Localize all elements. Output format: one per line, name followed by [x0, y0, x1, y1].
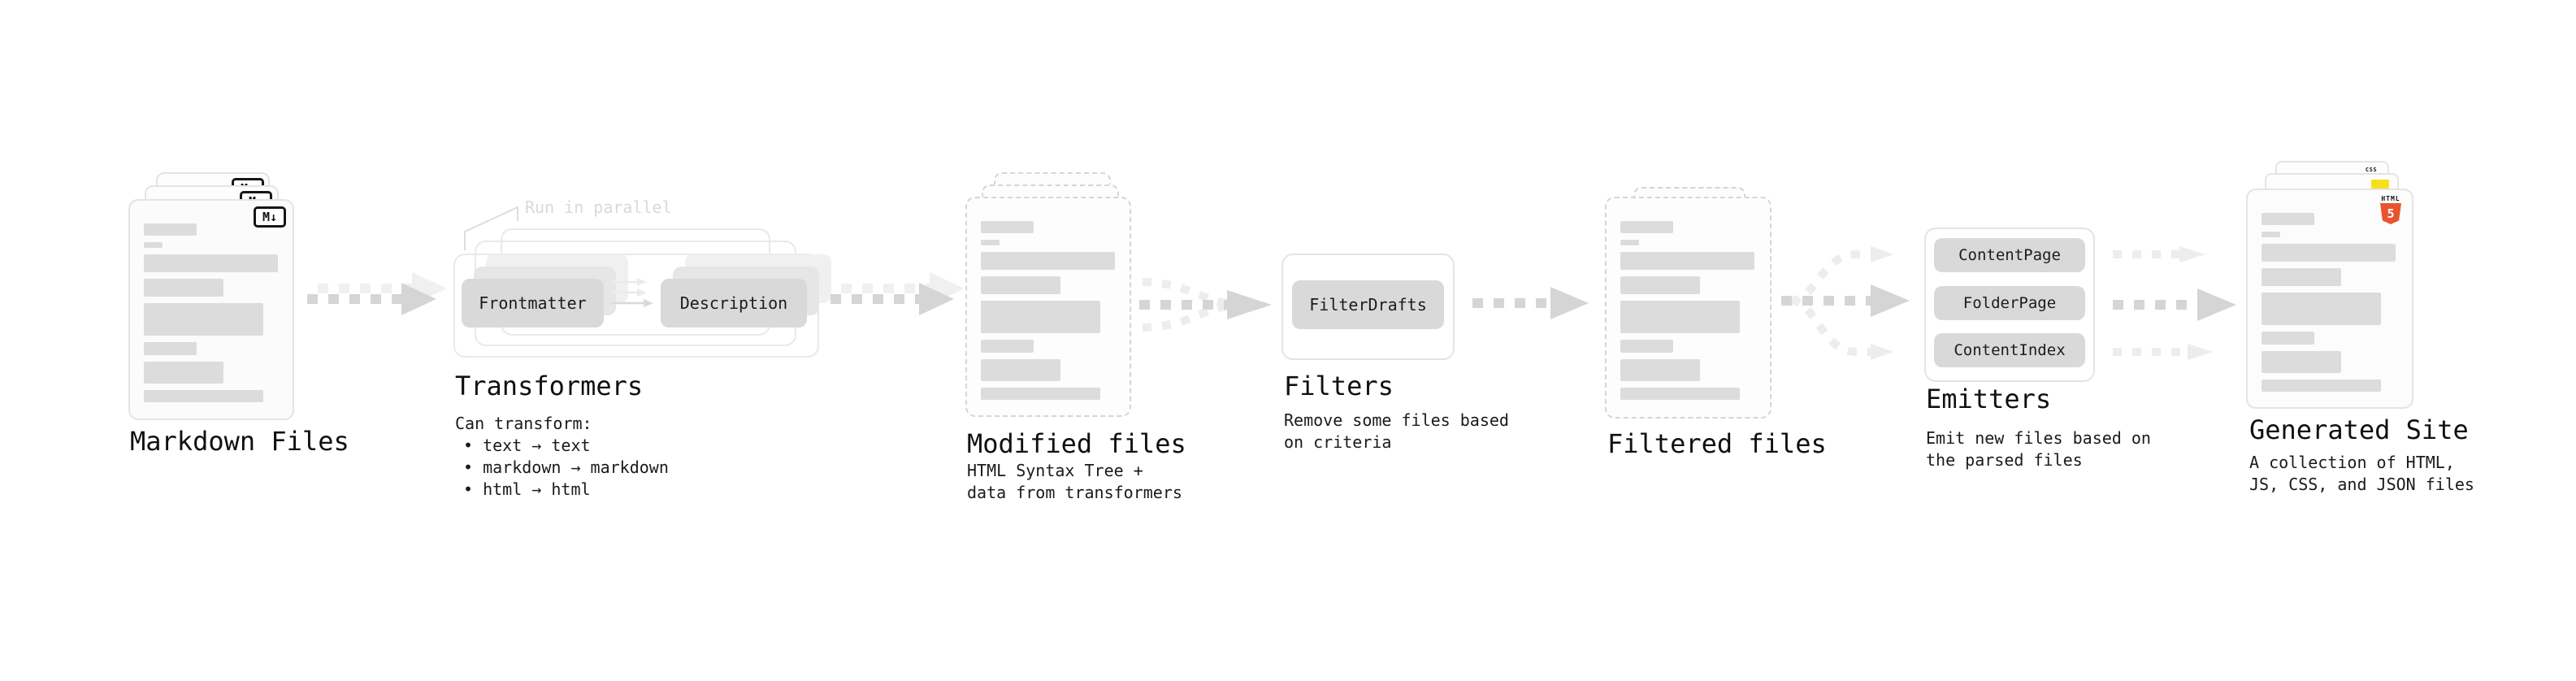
modified-files-title: Modified files — [967, 428, 1186, 459]
skeleton-line — [144, 242, 163, 248]
skeleton-line — [981, 388, 1100, 400]
html5-icon-label: HTML — [2381, 195, 2400, 202]
generated-site-description: A collection of HTML, JS, CSS, and JSON … — [2249, 452, 2474, 496]
skeleton-line — [981, 301, 1100, 333]
document-skeleton-lines — [144, 223, 278, 402]
skeleton-line — [2262, 244, 2396, 262]
emitters-title: Emitters — [1926, 384, 2052, 414]
arrow-markdown-to-transformers — [307, 272, 447, 315]
contentpage-emitter-button: ContentPage — [1934, 238, 2085, 272]
filters-title: Filters — [1284, 371, 1394, 401]
transformers-bullet: • text → text — [463, 436, 591, 455]
skeleton-line — [144, 223, 197, 236]
filters-desc-line: on criteria — [1284, 432, 1392, 452]
skeleton-line — [981, 340, 1034, 353]
modified-desc-line: HTML Syntax Tree + — [967, 461, 1143, 480]
skeleton-line — [981, 240, 1000, 245]
skeleton-line — [144, 390, 263, 402]
transformers-desc-heading: Can transform: — [455, 414, 592, 433]
skeleton-line — [2262, 332, 2314, 345]
skeleton-line — [981, 252, 1115, 270]
css-icon-label: CSS — [2365, 167, 2378, 173]
filtered-file-card — [1605, 197, 1772, 419]
skeleton-line — [1620, 221, 1673, 233]
emitters-description: Emit new files based on the parsed files — [1926, 427, 2151, 471]
skeleton-line — [1620, 252, 1754, 270]
skeleton-line — [2262, 380, 2381, 392]
skeleton-line — [2262, 213, 2314, 225]
folderpage-emitter-button: FolderPage — [1934, 286, 2085, 320]
generated-file-card: HTML 5 — [2246, 189, 2413, 409]
skeleton-line — [2262, 293, 2381, 325]
skeleton-line — [981, 359, 1060, 381]
generated-desc-line: A collection of HTML, — [2249, 453, 2455, 472]
filterdrafts-button: FilterDrafts — [1292, 280, 1444, 329]
html5-icon: HTML 5 — [2379, 195, 2402, 224]
skeleton-line — [144, 362, 223, 384]
skeleton-line — [144, 303, 263, 336]
skeleton-line — [1620, 359, 1700, 381]
transformers-title: Transformers — [455, 371, 644, 401]
parallel-arrows-icon — [611, 278, 653, 307]
modified-files-description: HTML Syntax Tree + data from transformer… — [967, 460, 1182, 504]
filtered-files-title: Filtered files — [1607, 428, 1827, 459]
document-skeleton-lines — [981, 221, 1115, 400]
document-skeleton-lines — [2262, 213, 2396, 392]
skeleton-line — [144, 254, 278, 272]
document-skeleton-lines — [1620, 221, 1754, 400]
markdown-icon: M↓ — [254, 206, 286, 228]
arrow-modified-to-filters — [1139, 278, 1272, 332]
skeleton-line — [981, 276, 1060, 294]
skeleton-line — [1620, 240, 1639, 245]
skeleton-line — [144, 279, 223, 297]
skeleton-line — [981, 221, 1034, 233]
transformers-description: Can transform: • text → text • markdown … — [455, 413, 669, 501]
skeleton-line — [1620, 340, 1673, 353]
skeleton-line — [2262, 268, 2341, 286]
skeleton-line — [1620, 301, 1740, 333]
generated-desc-line: JS, CSS, and JSON files — [2249, 475, 2474, 494]
markdown-files-title: Markdown Files — [130, 426, 349, 457]
arrow-emitters-to-generated — [2113, 246, 2236, 360]
skeleton-line — [144, 342, 197, 355]
skeleton-line — [1620, 276, 1700, 294]
transformers-bullet: • markdown → markdown — [463, 458, 669, 477]
frontmatter-transformer-button: Frontmatter — [462, 279, 604, 327]
emitters-desc-line: Emit new files based on — [1926, 428, 2151, 448]
filters-desc-line: Remove some files based — [1284, 410, 1509, 430]
run-in-parallel-annotation: Run in parallel — [525, 197, 672, 217]
filters-description: Remove some files based on criteria — [1284, 410, 1509, 453]
modified-file-card — [965, 197, 1131, 417]
description-transformer-button: Description — [661, 279, 807, 327]
emitters-desc-line: the parsed files — [1926, 450, 2083, 470]
arrow-filtered-to-emitters — [1781, 246, 1910, 360]
contentindex-emitter-button: ContentIndex — [1934, 333, 2085, 367]
skeleton-line — [1620, 388, 1740, 400]
html5-icon-shield: 5 — [2380, 203, 2401, 224]
generated-site-title: Generated Site — [2249, 414, 2469, 445]
markdown-file-card: M↓ — [128, 199, 294, 420]
js-icon — [2371, 180, 2389, 189]
skeleton-line — [2262, 351, 2341, 373]
arrow-transformers-to-modified — [830, 272, 965, 315]
transformers-bullet: • html → html — [463, 479, 591, 499]
skeleton-line — [2262, 232, 2280, 237]
arrow-filters-to-filtered — [1472, 287, 1589, 319]
modified-desc-line: data from transformers — [967, 483, 1182, 502]
